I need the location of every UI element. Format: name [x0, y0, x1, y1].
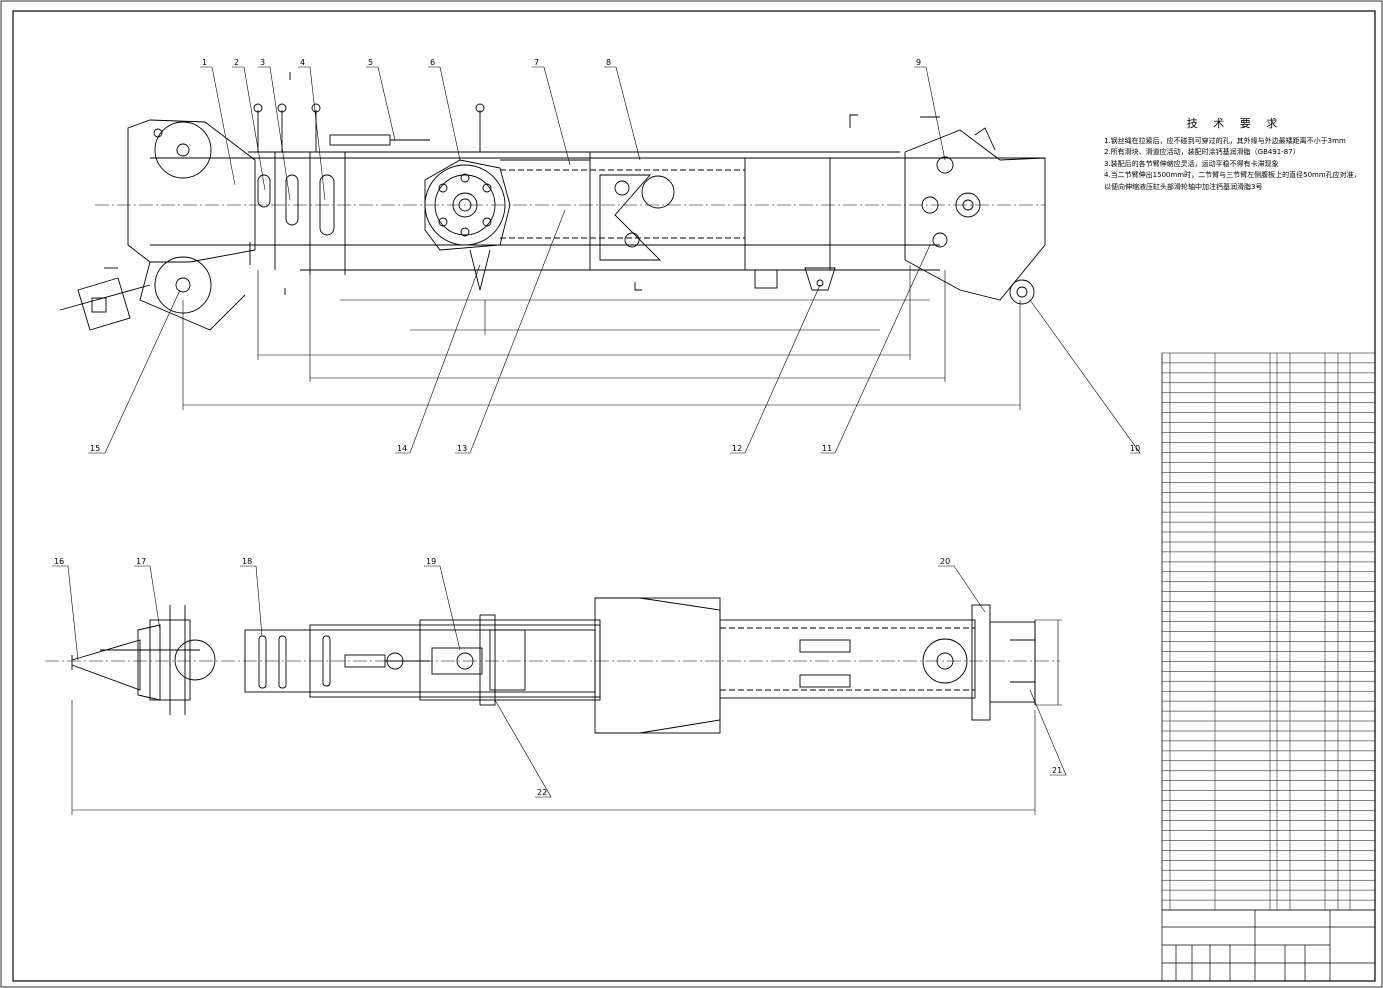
- title-block: [1161, 909, 1376, 982]
- requirement-item-3: 3.装配后的各节臂伸缩应灵活，运动平稳不得有卡滞现象: [1104, 159, 1279, 168]
- balloon-15: 15: [90, 444, 100, 453]
- balloon-2: 2: [234, 58, 239, 67]
- bottom-view-leaders: [52, 565, 1067, 798]
- technical-requirements-title: 技 术 要 求: [1186, 117, 1284, 130]
- balloon-18: 18: [242, 557, 252, 566]
- parts-list-table: [1161, 352, 1376, 911]
- balloon-12: 12: [732, 444, 742, 453]
- requirement-item-2: 2.所有滑块、滑道应活动，装配时涂钙基润滑脂（GB491-87）: [1104, 148, 1300, 157]
- balloon-1: 1: [202, 58, 207, 67]
- balloon-8: 8: [606, 58, 611, 67]
- balloon-10: 10: [1130, 444, 1140, 453]
- balloon-19: 19: [426, 557, 436, 566]
- balloon-5: 5: [368, 58, 373, 67]
- balloon-7: 7: [534, 58, 539, 67]
- balloon-4: 4: [300, 58, 305, 67]
- technical-requirements: 技 术 要 求 1.钢丝绳在拉紧后，应不碰到可穿过的孔，其外缘与外边最矮距离不小…: [1104, 118, 1366, 194]
- top-view-balloon-labels: 1 2 3 4 5 6 7 8 9 10 11 12 13 14 15: [90, 58, 1140, 453]
- bottom-plan-view: [45, 597, 1062, 815]
- balloon-9: 9: [916, 58, 921, 67]
- top-elevation-view: [59, 72, 1046, 410]
- requirement-item-4: 4.当二节臂伸出1500mm时，二节臂与三节臂左侧腹板上的直径50mm孔应对准，…: [1104, 171, 1361, 191]
- balloon-13: 13: [457, 444, 467, 453]
- balloon-21: 21: [1052, 766, 1062, 775]
- balloon-6: 6: [430, 58, 435, 67]
- balloon-14: 14: [397, 444, 407, 453]
- requirement-item-1: 1.钢丝绳在拉紧后，应不碰到可穿过的孔，其外缘与外边最矮距离不小于3mm: [1104, 136, 1346, 145]
- balloon-22: 22: [537, 788, 547, 797]
- balloon-3: 3: [260, 58, 265, 67]
- balloon-16: 16: [54, 557, 64, 566]
- balloon-11: 11: [822, 444, 832, 453]
- top-view-leaders: [88, 66, 1141, 454]
- balloon-17: 17: [136, 557, 146, 566]
- bottom-view-balloon-labels: 16 17 18 19 20 21 22: [54, 557, 1062, 797]
- balloon-20: 20: [940, 557, 950, 566]
